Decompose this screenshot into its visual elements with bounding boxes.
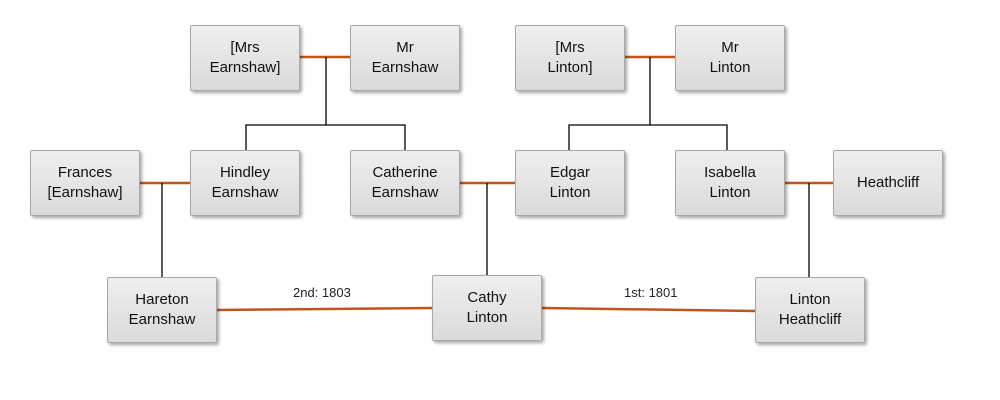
person-name-line1: Edgar [549, 164, 591, 181]
person-name-line2: Earnshaw [211, 184, 279, 201]
person-name-line1: Hindley [219, 164, 270, 181]
person-name-line2: Linton [549, 184, 591, 201]
person-name-line2: Heathcliff [778, 311, 842, 328]
person-name-line1: Hareton [135, 291, 189, 308]
person-name-line2: [Earnshaw] [47, 184, 123, 201]
person-heathcliff: Heathcliff [833, 150, 943, 216]
marriage-line-hareton-cathy [216, 306, 434, 312]
person-name-line1: Mr [396, 39, 414, 56]
person-name-line1: Frances [57, 164, 113, 181]
person-name-line2: Linton] [547, 59, 593, 76]
person-name-line1: Linton [789, 291, 831, 308]
person-name-line1: Isabella [704, 164, 756, 181]
person-name-line2: Earnshaw] [209, 59, 281, 76]
person-name-line2: Earnshaw [371, 184, 439, 201]
person-name-line1: Cathy [467, 289, 507, 306]
person-name-line1: Heathcliff [856, 174, 920, 191]
person-name-line1: Catherine [372, 164, 438, 181]
person-name-line2: Linton [466, 309, 508, 326]
person-name-line1: [Mrs [555, 39, 585, 56]
person-name-line2: Earnshaw [128, 311, 196, 328]
person-frances: Frances [Earnshaw] [30, 150, 140, 216]
descent-line-linton-branch [568, 124, 728, 150]
marriage-label-second: 2nd: 1803 [293, 285, 351, 300]
person-name-line2: Earnshaw [371, 59, 439, 76]
person-name-line1: Mr [721, 39, 739, 56]
marriage-line-cathy-linton [541, 306, 756, 313]
person-name-line2: Linton [709, 184, 751, 201]
person-name-line1: [Mrs [230, 39, 260, 56]
person-name-line2: Linton [709, 59, 751, 76]
marriage-label-first: 1st: 1801 [624, 285, 678, 300]
descent-line-earnshaw-branch [245, 124, 406, 150]
